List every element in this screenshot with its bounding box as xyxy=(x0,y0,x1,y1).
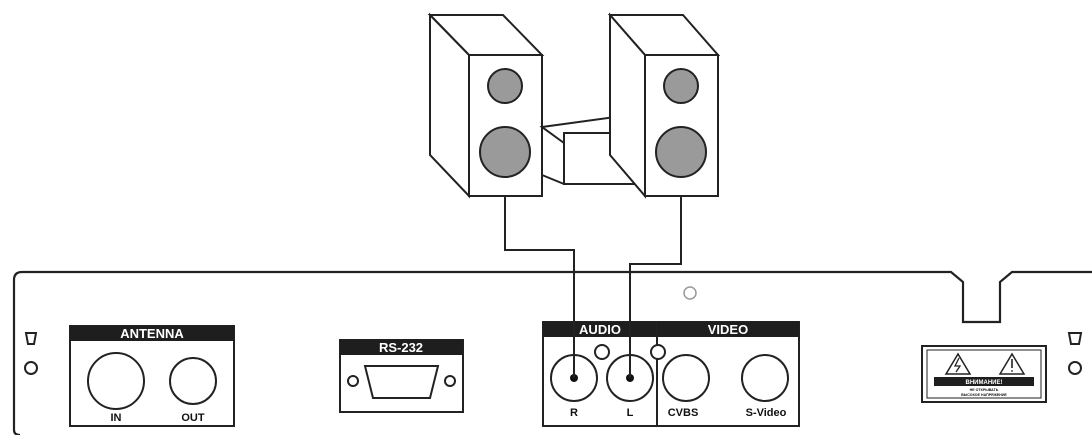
video-title: VIDEO xyxy=(708,322,748,337)
right-speaker-icon xyxy=(607,12,721,199)
antenna-out-label: OUT xyxy=(181,412,205,424)
rs232-block: RS-232 xyxy=(339,339,464,413)
rs232-port[interactable] xyxy=(363,365,440,399)
audio-l-label: L xyxy=(627,407,634,419)
video-svideo-label: S-Video xyxy=(746,407,787,419)
rs232-title: RS-232 xyxy=(379,340,423,355)
video-svideo-jack[interactable] xyxy=(741,354,789,402)
left-speaker-icon xyxy=(427,12,545,199)
antenna-title: ANTENNA xyxy=(120,326,184,341)
high-voltage-warning-label: ВНИМАНИЕ! НЕ ОТКРЫВАТЬ ВЫСОКОЕ НАПРЯЖЕНИ… xyxy=(921,345,1047,403)
lightning-warning-icon xyxy=(944,352,972,375)
left-rail-clip-icon xyxy=(24,332,38,345)
audio-title: AUDIO xyxy=(579,322,621,337)
right-speaker-cable xyxy=(504,196,575,378)
audio-block: AUDIO R L xyxy=(542,321,658,427)
video-block: VIDEO CVBS S-Video xyxy=(650,321,800,427)
panel-top-hole xyxy=(683,286,697,300)
left-screw-hole xyxy=(24,361,38,375)
video-cvbs-jack[interactable] xyxy=(662,354,710,402)
audio-r-label: R xyxy=(570,407,578,419)
antenna-in-port[interactable] xyxy=(87,352,145,410)
warning-line-2: ВЫСОКОЕ НАПРЯЖЕНИЕ xyxy=(961,393,1007,397)
antenna-in-label: IN xyxy=(111,412,122,424)
warning-line-1: НЕ ОТКРЫВАТЬ xyxy=(970,388,999,392)
rear-panel-outline xyxy=(12,270,1092,435)
right-screw-hole xyxy=(1068,361,1082,375)
warning-heading: ВНИМАНИЕ! xyxy=(966,380,1003,386)
left-speaker-cable xyxy=(629,196,682,378)
video-cvbs-label: CVBS xyxy=(668,407,699,419)
antenna-block: ANTENNA IN OUT xyxy=(69,325,235,427)
antenna-out-port[interactable] xyxy=(169,357,217,405)
right-rail-clip-icon xyxy=(1067,332,1083,345)
